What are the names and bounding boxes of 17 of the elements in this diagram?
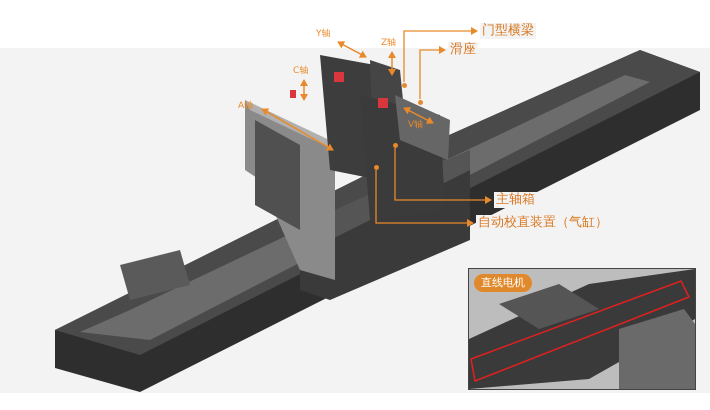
title-badge: 直线电机 xyxy=(474,274,532,292)
leader-dot xyxy=(374,164,378,170)
leader-dot xyxy=(392,142,398,148)
leader-line xyxy=(375,170,474,227)
leader-line xyxy=(403,27,478,82)
axis-label: V轴 xyxy=(408,120,424,131)
axis-label: Z轴 xyxy=(381,38,396,49)
leader-line xyxy=(419,46,446,99)
part-label: 滑座 xyxy=(448,42,478,58)
leader-dot xyxy=(418,100,422,104)
axis-label: C轴 xyxy=(293,66,308,77)
leader-line xyxy=(394,148,492,204)
part-label: 主轴箱 xyxy=(494,192,537,208)
leader-dot xyxy=(402,82,406,88)
part-label: 门型横梁 xyxy=(480,23,536,39)
axis-label: A轴 xyxy=(238,101,254,112)
axis-label: Y轴 xyxy=(316,29,330,40)
